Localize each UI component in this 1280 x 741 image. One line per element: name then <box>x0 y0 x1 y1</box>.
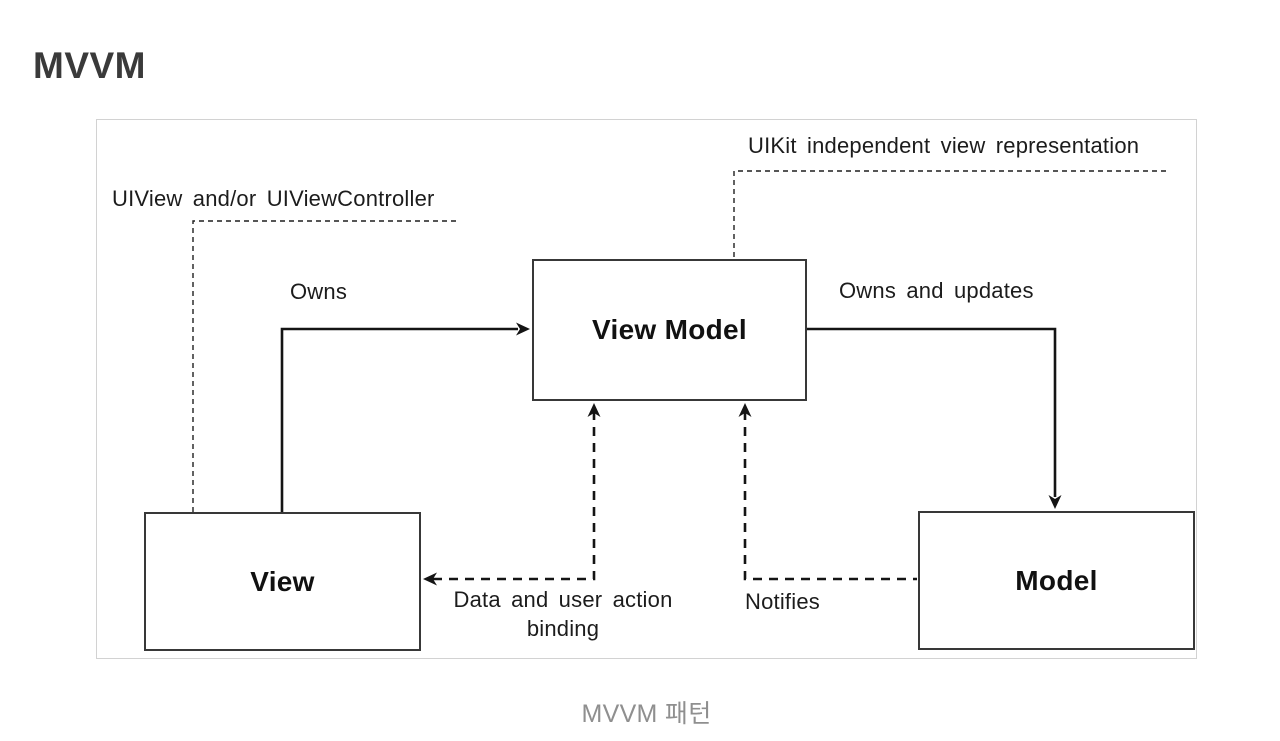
node-view: View <box>144 512 421 651</box>
edge-label-binding: Data and user action binding <box>453 587 673 641</box>
node-model-label: Model <box>1015 564 1098 596</box>
uiview-note-leader-line <box>192 220 456 512</box>
node-view-model-label: View Model <box>592 314 747 345</box>
edge-label-owns: Owns <box>290 279 348 304</box>
node-model: Model <box>918 511 1195 650</box>
edge-label-notifies: Notifies <box>745 589 820 614</box>
owns-arrow-line <box>280 327 518 512</box>
binding-arrowhead-up-icon <box>587 403 601 417</box>
page-title: MVVM <box>33 45 146 86</box>
annotation-uikit: UIKit independent view representation <box>748 133 1140 158</box>
owns-arrowhead-right-icon <box>516 322 530 336</box>
diagram-connectors <box>192 170 1166 586</box>
notifies-arrowhead-up-icon <box>738 403 752 417</box>
binding-arrowhead-left-icon <box>423 572 437 586</box>
notifies-arrow-line <box>743 411 917 581</box>
node-view-label: View <box>250 565 315 597</box>
diagram-caption: MVVM 패턴 <box>581 700 712 728</box>
annotation-uiview: UIView and/or UIViewController <box>112 186 435 211</box>
owns-and-updates-arrowhead-down-icon <box>1048 495 1062 509</box>
binding-arrow-line <box>431 411 596 581</box>
edge-label-owns-and-updates: Owns and updates <box>839 278 1034 303</box>
diagram-frame: View Model View Model UIView and/or UIVi… <box>96 119 1197 659</box>
node-view-model: View Model <box>532 259 807 401</box>
owns-and-updates-arrow-line <box>807 327 1057 497</box>
uikit-note-leader-line <box>733 170 1166 259</box>
